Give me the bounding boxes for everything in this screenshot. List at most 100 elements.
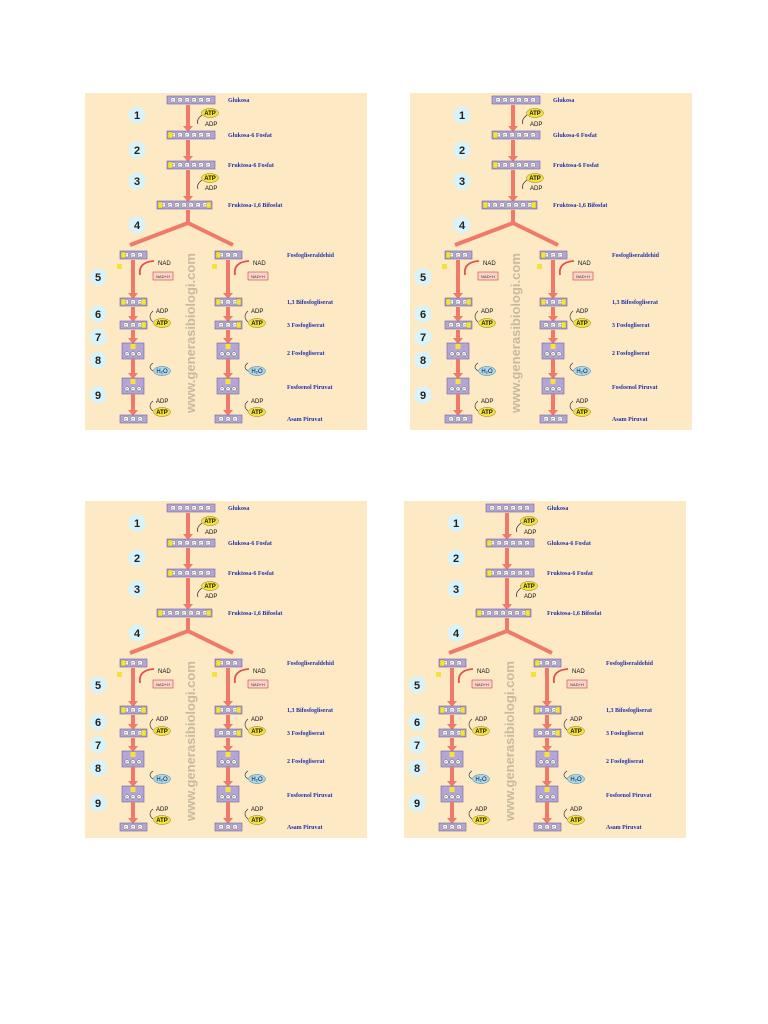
carbon-atom <box>130 759 136 765</box>
carbon-atom <box>524 505 530 511</box>
carbon-atom <box>557 416 563 422</box>
carbon-atom <box>496 540 502 546</box>
carbon-letter: C <box>494 202 497 207</box>
carbon-atom <box>538 794 544 800</box>
split-arrow-right <box>187 629 234 655</box>
carbon-atom <box>449 730 455 736</box>
carbon-atom <box>136 794 142 800</box>
phosphate-tag <box>130 787 136 792</box>
label-pg2: 2 Fosfogliserat <box>287 351 325 357</box>
carbon-atom <box>509 132 515 138</box>
carbon-letter: C <box>512 540 515 545</box>
carbon-letter: C <box>552 299 555 304</box>
atp-oval <box>526 173 544 183</box>
step-number-circle <box>128 172 146 190</box>
carbon-letter: C <box>463 386 466 391</box>
phosphate-tag <box>476 609 482 617</box>
carbon-atom <box>530 162 536 168</box>
arrow-head <box>183 156 193 162</box>
nad-label: NAD <box>477 669 490 675</box>
carbon-letter: C <box>220 707 223 712</box>
phosphate-tag <box>215 298 221 306</box>
arrow-head <box>128 701 138 707</box>
split-arrow-right <box>187 221 234 247</box>
curved-arrow <box>244 400 249 412</box>
step-number: 8 <box>95 763 101 775</box>
phosphate-tag <box>120 659 126 667</box>
arrow-head <box>183 126 193 132</box>
arrow-head <box>223 410 233 416</box>
curved-arrow <box>197 114 203 125</box>
carbon-atom <box>205 132 211 138</box>
curved-arrow <box>149 808 154 820</box>
step-number-circle <box>128 106 146 124</box>
label-f16bp: Fruktosa-1,6 Bifosfat <box>553 203 607 209</box>
arrow-head <box>223 373 233 379</box>
step-number-circle <box>128 514 146 532</box>
carbon-letter: C <box>176 610 179 615</box>
carbon-atom <box>455 299 461 305</box>
carbon-letter: C <box>234 252 237 257</box>
carbon-atom <box>188 610 194 616</box>
carbon-atom <box>550 299 556 305</box>
carbon-letter: C <box>540 794 543 799</box>
adp-label: ADP <box>524 530 536 536</box>
carbon-letter: C <box>176 202 179 207</box>
arrow-head <box>128 781 138 787</box>
phosphate-tag <box>561 298 567 306</box>
nadh-box <box>247 679 269 689</box>
nad-curve <box>233 260 250 276</box>
phosphate-input <box>442 264 447 269</box>
curved-arrow <box>569 362 574 372</box>
nad-curve <box>552 668 569 684</box>
atp-oval <box>153 726 171 736</box>
arrow-head <box>223 746 233 752</box>
carbon-atom <box>489 505 495 511</box>
carbon-letter: C <box>526 505 529 510</box>
carbon-letter: C <box>532 162 535 167</box>
atp-oval <box>478 318 496 328</box>
step-number: 4 <box>134 220 141 232</box>
carbon-letter: C <box>525 97 528 102</box>
carbon-letter: C <box>457 252 460 257</box>
carbon-letter: C <box>179 505 182 510</box>
carbon-atom <box>492 202 498 208</box>
phosphate-tag <box>492 131 498 139</box>
adp-label: ADP <box>570 717 582 723</box>
step-number-circle <box>414 268 432 286</box>
label-gap: Fosfogliseraldehid <box>612 253 660 259</box>
carbon-letter: C <box>491 570 494 575</box>
carbon-letter: C <box>451 351 454 356</box>
carbon-letter: C <box>186 162 189 167</box>
step-number: 2 <box>134 145 140 157</box>
adp-label: ADP <box>205 530 217 536</box>
carbon-atom <box>123 824 129 830</box>
carbon-chain-box <box>166 503 216 513</box>
carbon-letter: C <box>508 202 511 207</box>
carbon-letter: C <box>539 707 542 712</box>
atp-oval <box>526 108 544 118</box>
carbon-letter: C <box>204 610 207 615</box>
curved-arrow <box>563 718 568 731</box>
phosphate-tag <box>525 609 531 617</box>
carbon-atom <box>550 351 556 357</box>
carbon-letter: C <box>515 202 518 207</box>
step-number-circle <box>408 794 426 812</box>
label-pg2: 2 Fosfogliserat <box>606 759 644 765</box>
phosphate-tag <box>544 787 550 792</box>
step-number: 6 <box>95 309 101 321</box>
carbon-atom <box>461 351 467 357</box>
water-label: H₂O <box>576 369 588 375</box>
carbon-letter: C <box>444 660 447 665</box>
